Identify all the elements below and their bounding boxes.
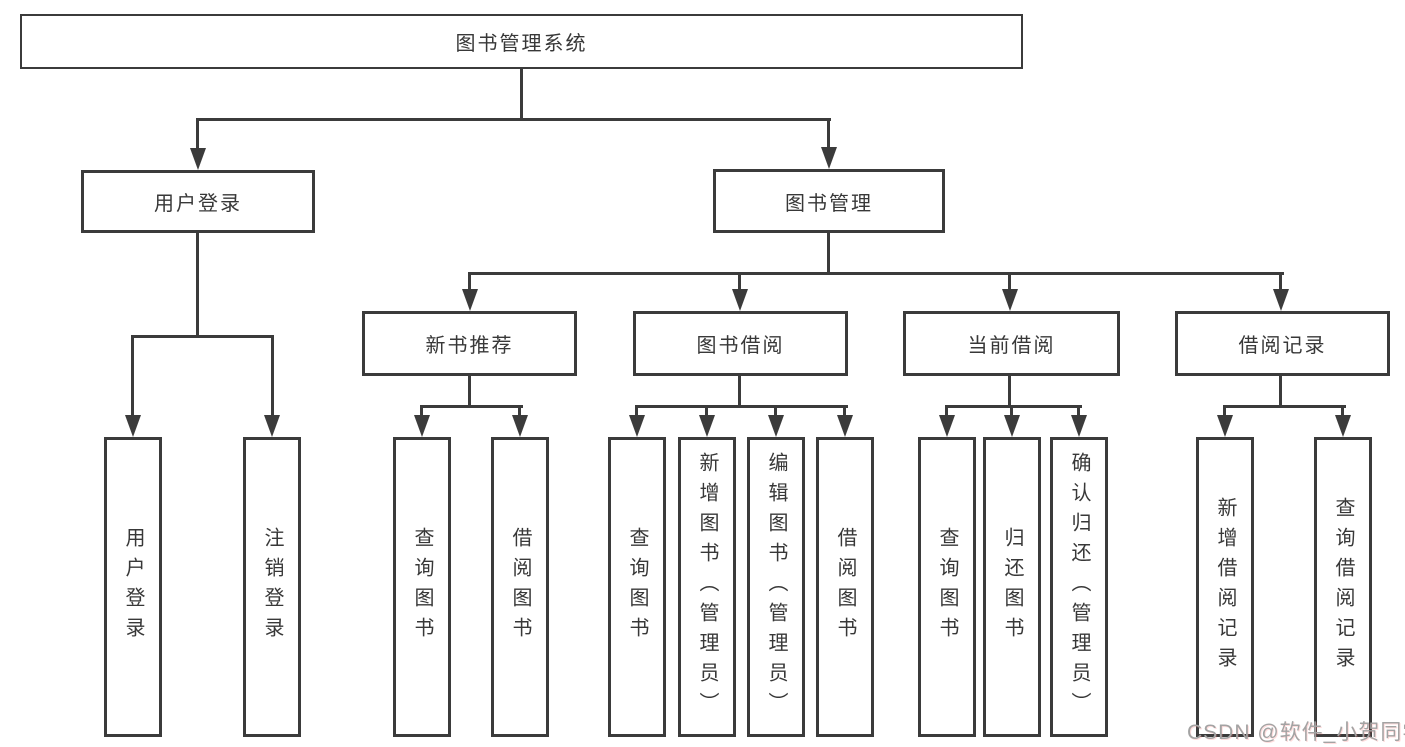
arrow-down-icon [462,289,478,311]
leaf-add-book-admin-label: 新增图书（管理员） [696,452,718,722]
connector-line [420,405,423,418]
connector-line [196,118,831,121]
leaf-query-book-borrowing-label: 查询图书 [626,527,648,647]
node-book-management-label: 图书管理 [785,192,873,215]
leaf-borrow-book-recommend: 借阅图书 [491,437,549,737]
connector-line [1010,405,1013,418]
arrow-down-icon [821,147,837,169]
node-library-system: 图书管理系统 [20,14,1023,69]
leaf-logout: 注销登录 [243,437,301,737]
connector-line [1008,374,1011,407]
connector-line [827,232,830,274]
leaf-query-book-current-label: 查询图书 [936,527,958,647]
connector-line [705,405,708,418]
connector-line [1223,405,1346,408]
connector-line [468,374,471,407]
arrow-down-icon [512,415,528,437]
arrow-down-icon [1335,415,1351,437]
connector-line [1341,405,1344,418]
arrow-down-icon [629,415,645,437]
connector-line [520,68,523,121]
csdn-watermark: CSDN @软件_小贺同学 [1187,721,1405,744]
arrow-down-icon [1273,289,1289,311]
leaf-return-book-label: 归还图书 [1001,527,1023,647]
leaf-logout-label: 注销登录 [261,527,283,647]
leaf-user-login-label: 用户登录 [122,527,144,647]
connector-line [738,272,741,291]
arrow-down-icon [732,289,748,311]
connector-line [1223,405,1226,418]
leaf-user-login: 用户登录 [104,437,162,737]
leaf-confirm-return-admin-label: 确认归还（管理员） [1068,452,1090,722]
connector-line [774,405,777,418]
connector-line [131,335,134,417]
connector-line [196,118,199,150]
leaf-query-book-borrowing: 查询图书 [608,437,666,737]
leaf-borrow-book-label: 借阅图书 [834,527,856,647]
arrow-down-icon [264,415,280,437]
connector-line [827,118,830,150]
connector-line [131,335,274,338]
connector-line [196,232,199,336]
leaf-query-borrow-record-label: 查询借阅记录 [1332,497,1354,677]
arrow-down-icon [1004,415,1020,437]
connector-line [1279,374,1282,407]
node-library-system-label: 图书管理系统 [455,33,588,55]
node-user-login: 用户登录 [81,170,315,233]
leaf-borrow-book: 借阅图书 [816,437,874,737]
connector-line [945,405,948,418]
leaf-add-book-admin: 新增图书（管理员） [678,437,736,737]
connector-line [1077,405,1080,418]
connector-line [635,405,638,418]
leaf-edit-book-admin-label: 编辑图书（管理员） [765,452,787,722]
leaf-edit-book-admin: 编辑图书（管理员） [747,437,805,737]
leaf-query-book-recommend: 查询图书 [393,437,451,737]
leaf-confirm-return-admin: 确认归还（管理员） [1050,437,1108,737]
leaf-add-borrow-record-label: 新增借阅记录 [1214,497,1236,677]
arrow-down-icon [414,415,430,437]
connector-line [945,405,1082,408]
node-new-book-recommend: 新书推荐 [362,311,577,376]
connector-line [271,335,274,417]
node-user-login-label: 用户登录 [154,193,242,215]
node-new-book-recommend-label: 新书推荐 [425,335,514,357]
node-current-borrowing: 当前借阅 [903,311,1120,376]
node-book-borrowing-label: 图书借阅 [696,335,785,357]
arrow-down-icon [837,415,853,437]
leaf-query-book-recommend-label: 查询图书 [411,527,433,647]
connector-line [468,272,1284,275]
arrow-down-icon [939,415,955,437]
connector-line [635,405,848,408]
connector-line [843,405,846,418]
arrow-down-icon [190,148,206,170]
leaf-query-book-current: 查询图书 [918,437,976,737]
node-borrowing-records: 借阅记录 [1175,311,1390,376]
leaf-query-borrow-record: 查询借阅记录 [1314,437,1372,737]
arrow-down-icon [1071,415,1087,437]
leaf-add-borrow-record: 新增借阅记录 [1196,437,1254,737]
connector-line [518,405,521,418]
node-current-borrowing-label: 当前借阅 [967,335,1056,357]
arrow-down-icon [699,415,715,437]
node-borrowing-records-label: 借阅记录 [1238,335,1327,357]
arrow-down-icon [768,415,784,437]
connector-line [738,374,741,407]
leaf-borrow-book-recommend-label: 借阅图书 [509,527,531,647]
node-book-borrowing: 图书借阅 [633,311,848,376]
connector-line [1008,272,1011,291]
arrow-down-icon [1002,289,1018,311]
connector-line [468,272,471,291]
node-book-management: 图书管理 [713,169,945,233]
leaf-return-book: 归还图书 [983,437,1041,737]
connector-line [1279,272,1282,291]
arrow-down-icon [1217,415,1233,437]
connector-line [420,405,523,408]
arrow-down-icon [125,415,141,437]
